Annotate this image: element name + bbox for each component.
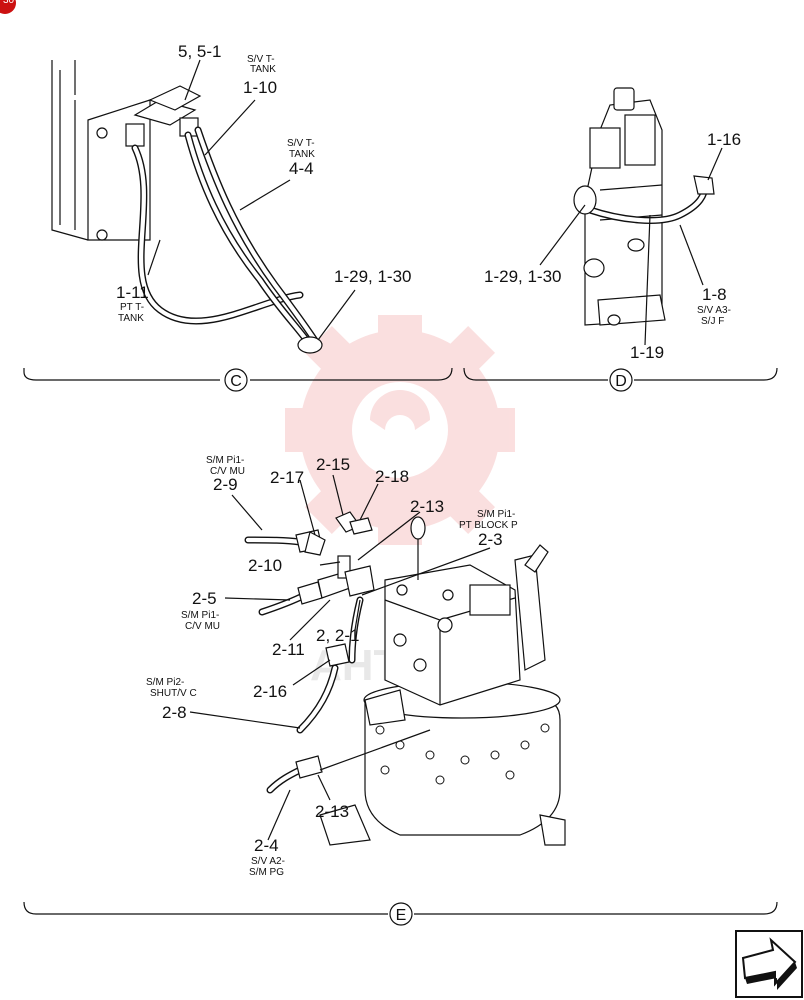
label-e-sm-pi2-1: S/M Pi2-: [146, 677, 184, 688]
label-c-5-5-1: 5, 5-1: [178, 42, 221, 61]
label-e-sv-a2-2: S/M PG: [249, 867, 284, 878]
section-e-marker: [389, 902, 413, 926]
section-e-drawing: [189, 474, 566, 846]
label-e-2-10: 2-10: [248, 556, 282, 575]
section-e-bracket: [23, 901, 778, 915]
label-e-2-5: 2-5: [192, 589, 217, 608]
label-e-sm-pi1-cv-mu-a-1: S/M Pi1-: [206, 455, 244, 466]
label-e-sm-pi1-pt-block-1: S/M Pi1-: [477, 509, 515, 520]
label-e-2-17: 2-17: [270, 468, 304, 487]
label-e-2-18: 2-18: [375, 467, 409, 486]
label-c-sv-t-tank-a-2: TANK: [250, 64, 276, 75]
label-d-1-29-1-30: 1-29, 1-30: [484, 267, 562, 286]
label-e-sm-pi1-cv-mu-b-1: S/M Pi1-: [181, 610, 219, 621]
section-d-drawing: [539, 87, 723, 346]
label-d-1-16: 1-16: [707, 130, 741, 149]
label-c-sv-t-tank-a-1: S/V T-: [247, 54, 275, 65]
label-e-sm-pi2-2: SHUT/V C: [150, 688, 197, 699]
next-page-button[interactable]: [735, 930, 803, 998]
label-c-1-11: 1-11: [116, 283, 149, 302]
label-c-1-10: 1-10: [243, 78, 277, 97]
section-c-letter: C: [230, 373, 242, 390]
label-e-2-2-1: 2, 2-1: [316, 626, 359, 645]
label-d-sv-a3-2: S/J F: [701, 316, 724, 327]
label-c-1-29-1-30: 1-29, 1-30: [334, 267, 412, 286]
label-e-2-8: 2-8: [162, 703, 187, 722]
label-c-pt-t-tank-1: PT T-: [120, 302, 144, 313]
label-d-sv-a3-1: S/V A3-: [697, 305, 731, 316]
label-e-2-13-a: 2-13: [410, 497, 444, 516]
section-e-letter: E: [396, 907, 407, 924]
next-page-arrow-icon: [741, 937, 797, 990]
section-d-marker: [609, 368, 633, 392]
label-e-sm-pi1-pt-block-2: PT BLOCK P: [459, 520, 518, 531]
label-e-2-15: 2-15: [316, 455, 350, 474]
section-c-drawing: [51, 59, 356, 354]
label-d-1-19: 1-19: [630, 343, 664, 362]
label-c-sv-t-tank-b-2: TANK: [289, 149, 315, 160]
label-e-2-11: 2-11: [272, 640, 305, 659]
label-c-4-4: 4-4: [289, 159, 314, 178]
label-e-2-13-b: 2-13: [315, 802, 349, 821]
label-e-2-4: 2-4: [254, 836, 279, 855]
page-badge: 30: [0, 0, 16, 14]
section-d-letter: D: [615, 373, 627, 390]
section-c-bracket: [23, 367, 453, 381]
section-d-bracket: [463, 367, 778, 381]
label-d-1-8: 1-8: [702, 285, 727, 304]
label-c-sv-t-tank-b-1: S/V T-: [287, 138, 315, 149]
label-e-2-9: 2-9: [213, 475, 238, 494]
label-e-2-3: 2-3: [478, 530, 503, 549]
label-e-sm-pi1-cv-mu-b-2: C/V MU: [185, 621, 220, 632]
section-c-marker: [224, 368, 248, 392]
label-c-pt-t-tank-2: TANK: [118, 313, 144, 324]
label-e-2-16: 2-16: [253, 682, 287, 701]
label-e-sm-pi1-cv-mu-a-2: C/V MU: [210, 466, 245, 477]
label-e-sv-a2-1: S/V A2-: [251, 856, 285, 867]
